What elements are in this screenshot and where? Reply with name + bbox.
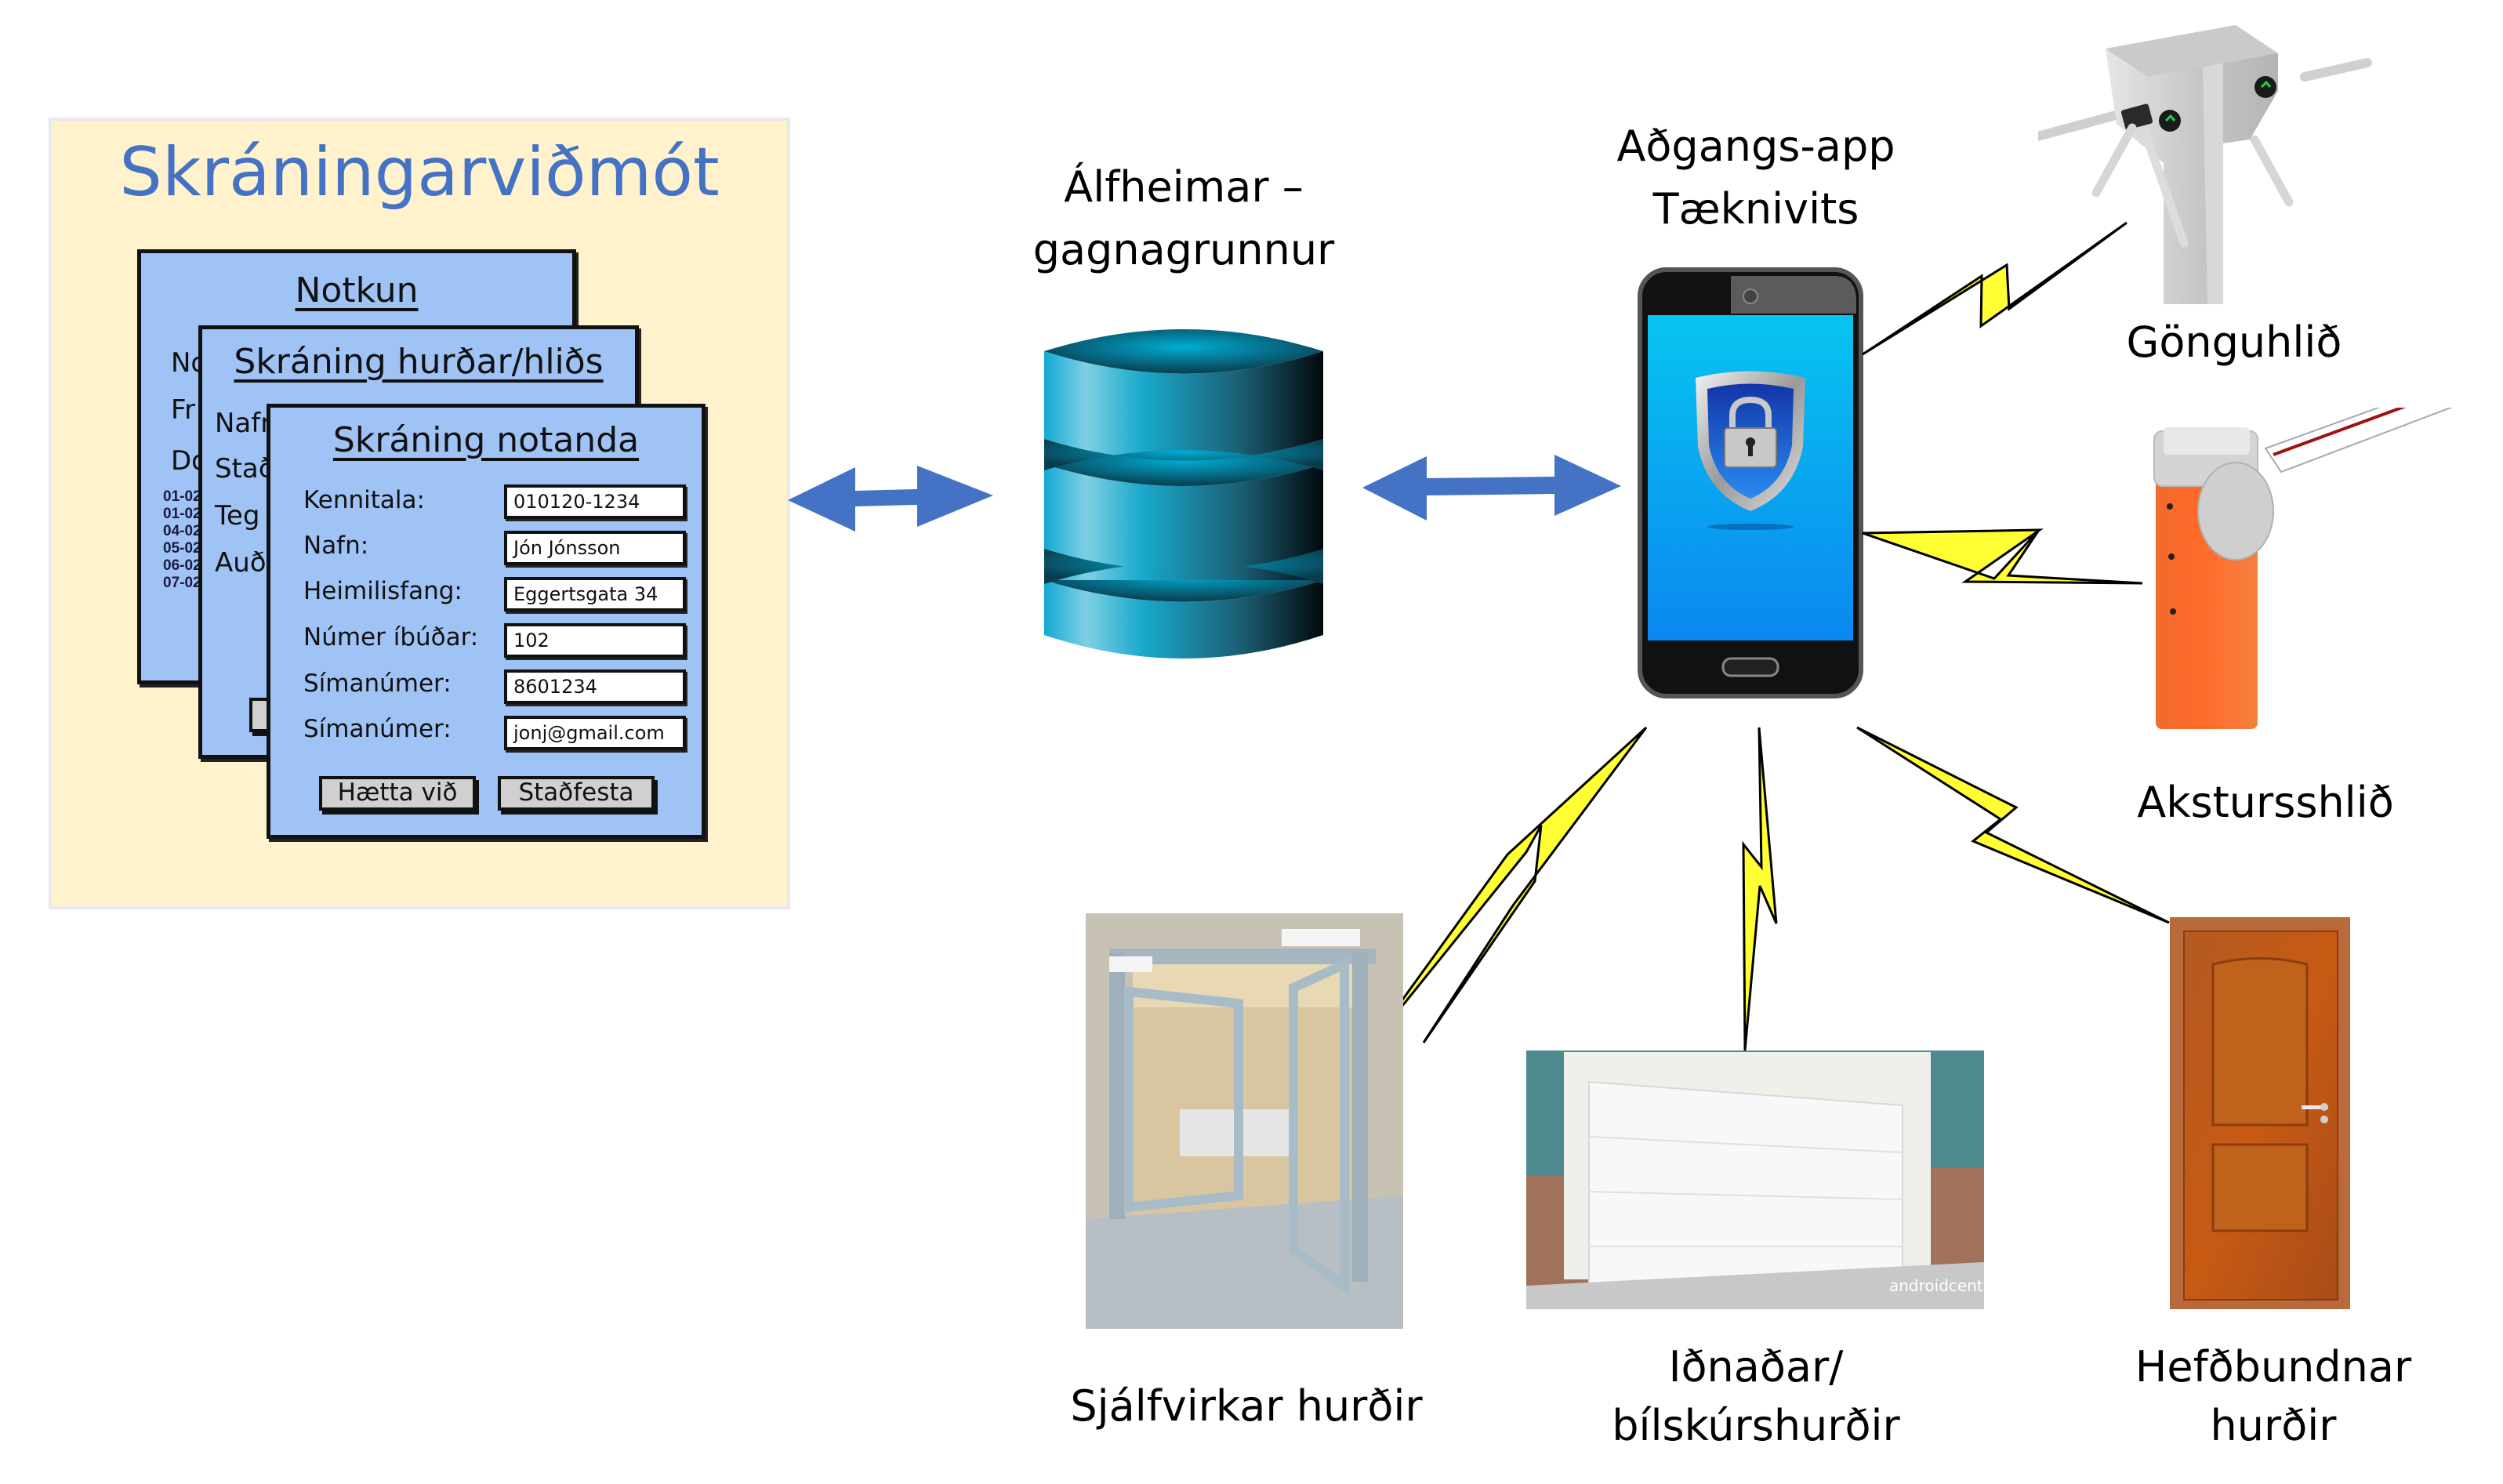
cancel-button[interactable]: Hætta við [319, 776, 476, 811]
conventional-doors-label-line2: hurðir [2210, 1401, 2337, 1450]
field-label-phone: Símanúmer: [303, 669, 452, 698]
address-input[interactable]: Eggertsgata 34 [504, 577, 686, 611]
automatic-doors-label: Sjálfvirkar hurðir [1070, 1381, 1423, 1431]
home-button [1721, 657, 1779, 677]
field-label-nafn: Nafn: [303, 532, 369, 560]
barrier-gate-image [2153, 408, 2454, 729]
user-registration-title: Skráning notanda [332, 420, 640, 460]
lightning-bolt-icon [1856, 726, 2170, 924]
door-peek-label: Stað [215, 453, 275, 484]
double-arrow-icon [788, 466, 993, 532]
kennitala-input[interactable]: 010120-1234 [504, 484, 686, 519]
usage-peek-label: Fr [171, 394, 196, 426]
field-label-kennitala: Kennitala: [303, 486, 425, 514]
app-title-line2: Tæknivits [1652, 184, 1859, 234]
door-registration-title: Skráning hurðar/hliðs [234, 342, 604, 382]
conventional-door-image [2170, 917, 2350, 1309]
lightning-bolt-icon [1862, 528, 2143, 585]
app-title-line1: Aðgangs-app [1616, 122, 1895, 171]
database-title-line2: gagnagrunnur [1032, 225, 1335, 274]
usage-date: 05-02 [163, 540, 201, 557]
db-app-double-arrow [1362, 455, 1621, 521]
name-input[interactable]: Jón Jónsson [504, 531, 686, 565]
camera-icon [1743, 288, 1758, 304]
confirm-button[interactable]: Staðfesta [498, 776, 655, 811]
field-label-address: Heimilisfang: [303, 577, 463, 605]
barrier-label: Akstursshlið [2137, 778, 2394, 827]
apartment-number-input[interactable]: 102 [504, 623, 686, 658]
garage-doors-image [1526, 1050, 1984, 1309]
lightning-bolt-icon [1862, 221, 2128, 356]
garage-watermark: androidcentral [1889, 1276, 2004, 1295]
database-icon [1044, 329, 1323, 659]
lightning-bolt-icon [1742, 727, 1778, 1051]
turnstile-image [2038, 25, 2372, 304]
garage-doors-label-line1: Iðnaðar/ [1668, 1342, 1844, 1391]
garage-doors-label-line2: bílskúrshurðir [1612, 1401, 1900, 1450]
user-registration-panel: Skráning notanda Kennitala: 010120-1234 … [267, 404, 706, 839]
door-peek-label: Teg [215, 500, 260, 532]
email-input[interactable]: jonj@gmail.com [504, 716, 686, 750]
usage-date: 01-02 [163, 488, 201, 505]
database-title-line1: Álfheimar – [1064, 162, 1304, 212]
turnstile-label: Gönguhlið [2126, 317, 2342, 367]
double-arrow-icon [1362, 455, 1621, 521]
usage-date: 04-02 [163, 523, 201, 539]
shield-lock-icon [1696, 371, 1805, 530]
automatic-doors-image [1086, 913, 1403, 1329]
usage-date: 01-02 [163, 506, 201, 522]
ui-db-double-arrow [788, 466, 993, 532]
usage-date: 06-02 [163, 557, 201, 574]
smartphone-icon [1638, 267, 1863, 698]
phone-input[interactable]: 8601234 [504, 669, 686, 704]
lightning-bolt-icon [1359, 726, 1648, 1059]
field-label-apartment: Númer íbúðar: [303, 623, 479, 651]
conventional-doors-label-line1: Hefðbundnar [2135, 1342, 2412, 1391]
usage-date: 07-02 [163, 575, 201, 591]
field-label-email: Símanúmer: [303, 715, 452, 743]
usage-panel-title: Notkun [295, 270, 419, 310]
door-peek-label: Auð [215, 547, 267, 579]
registration-ui-title: Skráningarviðmót [119, 133, 720, 212]
